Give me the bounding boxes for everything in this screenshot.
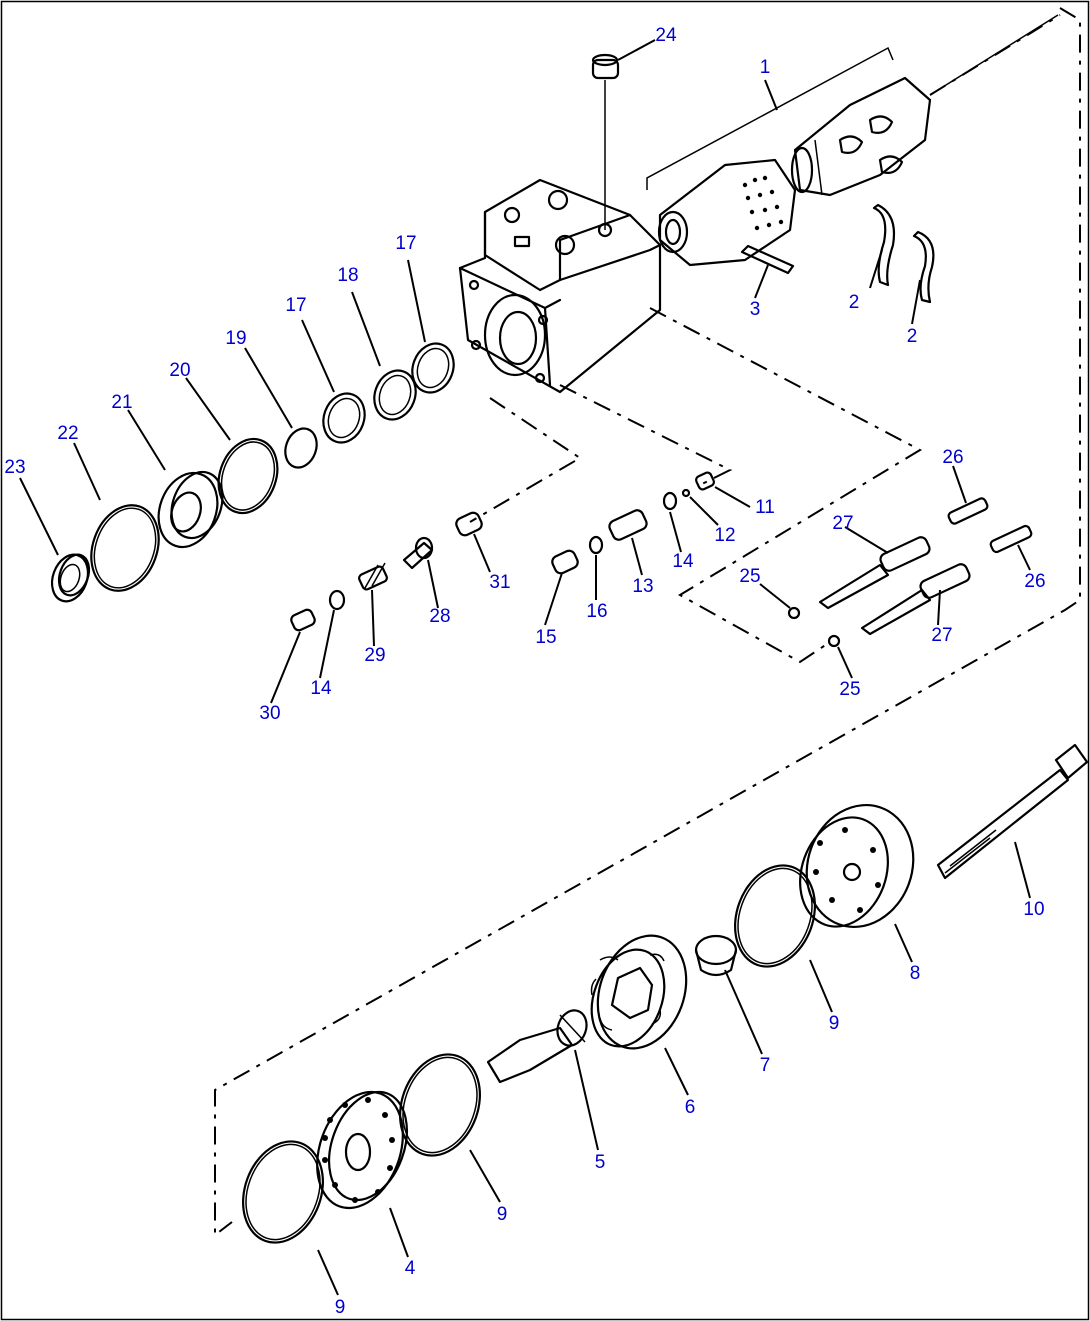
- callout-27-lower: 27: [931, 625, 952, 646]
- callout-19: 19: [225, 328, 246, 349]
- bracket-part-1: [646, 46, 894, 190]
- callout-13: 13: [632, 576, 653, 597]
- callout-10: 10: [1023, 899, 1044, 920]
- callout-7: 7: [760, 1055, 771, 1076]
- callout-31: 31: [489, 572, 510, 593]
- callout-11: 11: [755, 497, 775, 518]
- callout-2-lower: 2: [907, 326, 918, 347]
- callout-30: 30: [259, 703, 280, 724]
- relief-valve-parts: [290, 471, 715, 632]
- callout-12: 12: [714, 525, 735, 546]
- callout-1: 1: [760, 57, 771, 78]
- callout-9-middle: 9: [497, 1204, 508, 1225]
- check-valve-parts: [787, 497, 1033, 648]
- callout-27-upper: 27: [832, 513, 853, 534]
- callout-26-upper: 26: [942, 447, 963, 468]
- callout-3: 3: [750, 299, 761, 320]
- callout-29: 29: [364, 645, 385, 666]
- callout-9-upper: 9: [829, 1013, 840, 1034]
- callout-25-lower: 25: [839, 679, 860, 700]
- callout-17-left: 17: [285, 295, 306, 316]
- callout-16: 16: [586, 601, 607, 622]
- callout-5: 5: [595, 1152, 606, 1173]
- valve-body: [458, 178, 662, 394]
- leader-lines: [19, 39, 1031, 1296]
- callout-15: 15: [535, 627, 556, 648]
- gerotor-assembly: [242, 743, 1089, 1244]
- callout-9-lower: 9: [335, 1297, 346, 1318]
- part-24-plug: [591, 53, 620, 230]
- part-2-centering-springs: [872, 203, 935, 304]
- callout-25-upper: 25: [739, 566, 760, 587]
- callout-14-left: 14: [310, 678, 332, 699]
- seals-and-retainer: [50, 342, 455, 603]
- callout-26-lower: 26: [1024, 571, 1045, 592]
- center-lines: [214, 7, 1081, 1238]
- callout-20: 20: [169, 360, 190, 381]
- callout-8: 8: [910, 963, 921, 984]
- callout-2-upper: 2: [849, 292, 860, 313]
- callout-4: 4: [405, 1258, 416, 1279]
- part-1-spool-sleeve: [657, 14, 1059, 267]
- callout-21: 21: [111, 392, 132, 413]
- callout-22: 22: [57, 423, 78, 444]
- callout-6: 6: [685, 1097, 696, 1118]
- sleeve-holes: [742, 175, 784, 231]
- callout-14-right: 14: [672, 551, 694, 572]
- callout-24: 24: [655, 25, 677, 46]
- part-3-pin: [740, 244, 795, 275]
- callout-23: 23: [4, 457, 25, 478]
- callout-labels: 24 1 2 2 3 17 18 17 19 20 21 22 23 11 12…: [4, 25, 1045, 1318]
- callout-17-right: 17: [395, 233, 416, 254]
- callout-28: 28: [429, 606, 450, 627]
- callout-18: 18: [337, 265, 358, 286]
